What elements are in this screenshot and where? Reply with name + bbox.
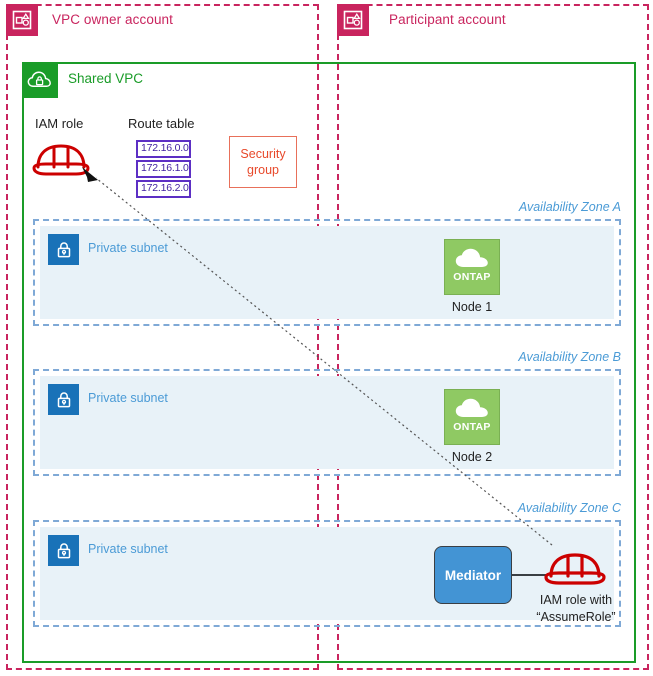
ontap-node-2: ONTAP Node 2 <box>444 389 500 464</box>
security-group-label-line1: Security <box>240 147 286 161</box>
availability-zone-c-label: Availability Zone C <box>517 501 621 515</box>
availability-zone-a-label: Availability Zone A <box>518 200 621 214</box>
participant-account-label: Participant account <box>389 12 506 27</box>
ontap-icon-text: ONTAP <box>453 421 491 433</box>
route-entry: 172.16.2.0 <box>136 180 191 198</box>
ontap-cloud-icon: ONTAP <box>444 389 500 445</box>
iam-role-hardhat-icon <box>542 545 608 589</box>
shared-vpc-boundary <box>22 62 636 663</box>
route-table-entries: 172.16.0.0 172.16.1.0 172.16.2.0 <box>136 140 191 198</box>
private-subnet-a: Private subnet <box>33 219 621 326</box>
private-subnet-label: Private subnet <box>88 391 168 405</box>
account-icon <box>337 4 369 36</box>
shared-vpc-label: Shared VPC <box>68 71 144 86</box>
account-icon <box>6 4 38 36</box>
route-table-label: Route table <box>128 116 195 131</box>
vpc-cloud-lock-icon <box>22 62 58 98</box>
lock-icon <box>48 234 79 265</box>
lock-icon <box>48 384 79 415</box>
assume-role-caption-line1: IAM role with <box>539 593 613 607</box>
assume-role-caption: IAM role with “AssumeRole” <box>521 592 631 626</box>
ontap-cloud-icon: ONTAP <box>444 239 500 295</box>
ontap-icon-text: ONTAP <box>453 271 491 283</box>
ontap-node-1: ONTAP Node 1 <box>444 239 500 314</box>
vpc-owner-account-label: VPC owner account <box>52 12 174 27</box>
route-entry: 172.16.1.0 <box>136 160 191 178</box>
security-group-box: Security group <box>229 136 297 188</box>
private-subnet-b: Private subnet <box>33 369 621 476</box>
mediator-connector-line <box>512 574 546 576</box>
private-subnet-label: Private subnet <box>88 241 168 255</box>
iam-role-label: IAM role <box>35 116 84 131</box>
assume-role-caption-line2: “AssumeRole” <box>536 610 616 624</box>
mediator-box: Mediator <box>434 546 512 604</box>
route-entry: 172.16.0.0 <box>136 140 191 158</box>
security-group-label-line2: group <box>247 163 279 177</box>
private-subnet-label: Private subnet <box>88 542 168 556</box>
ontap-node-1-label: Node 1 <box>451 300 493 314</box>
iam-role-hardhat-icon <box>30 137 92 179</box>
availability-zone-b-label: Availability Zone B <box>518 350 621 364</box>
lock-icon <box>48 535 79 566</box>
ontap-node-2-label: Node 2 <box>451 450 493 464</box>
